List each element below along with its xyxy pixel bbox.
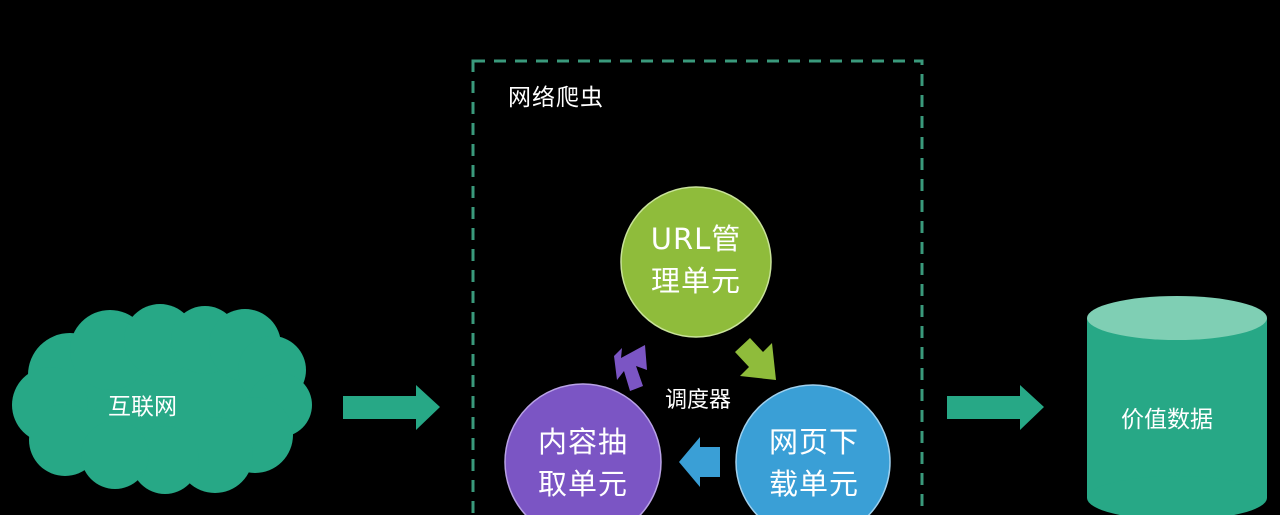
database-cylinder-icon: [1087, 296, 1267, 515]
arrow-down-right-icon: [735, 338, 776, 380]
url-manager-line2: 理单元: [650, 264, 741, 298]
page-downloader-line2: 载单元: [768, 467, 859, 501]
internet-cloud: [12, 304, 312, 494]
content-extractor-label: 内容抽 取单元: [505, 421, 661, 505]
arrow-up-right-icon: [614, 345, 647, 391]
arrow-right-icon: [947, 385, 1044, 430]
crawler-boundary: [471, 59, 924, 515]
page-downloader-circle: [735, 384, 891, 515]
content-extractor-circle: [504, 383, 662, 515]
url-manager-label: URL管 理单元: [623, 218, 769, 302]
content-extractor-line2: 取单元: [537, 467, 628, 501]
content-extractor-line1: 内容抽: [537, 425, 628, 459]
url-manager-line1: URL管: [650, 222, 742, 256]
page-downloader-label: 网页下 载单元: [737, 421, 891, 505]
crawler-title: 网络爬虫: [508, 85, 604, 111]
internet-label: 互联网: [108, 394, 177, 420]
page-downloader-line1: 网页下: [768, 425, 859, 459]
url-manager-circle: [620, 186, 772, 338]
arrow-right-icon: [343, 385, 440, 430]
scheduler-label: 调度器: [665, 388, 732, 413]
arrow-left-icon: [679, 437, 720, 487]
value-data-label: 价值数据: [1121, 407, 1213, 433]
